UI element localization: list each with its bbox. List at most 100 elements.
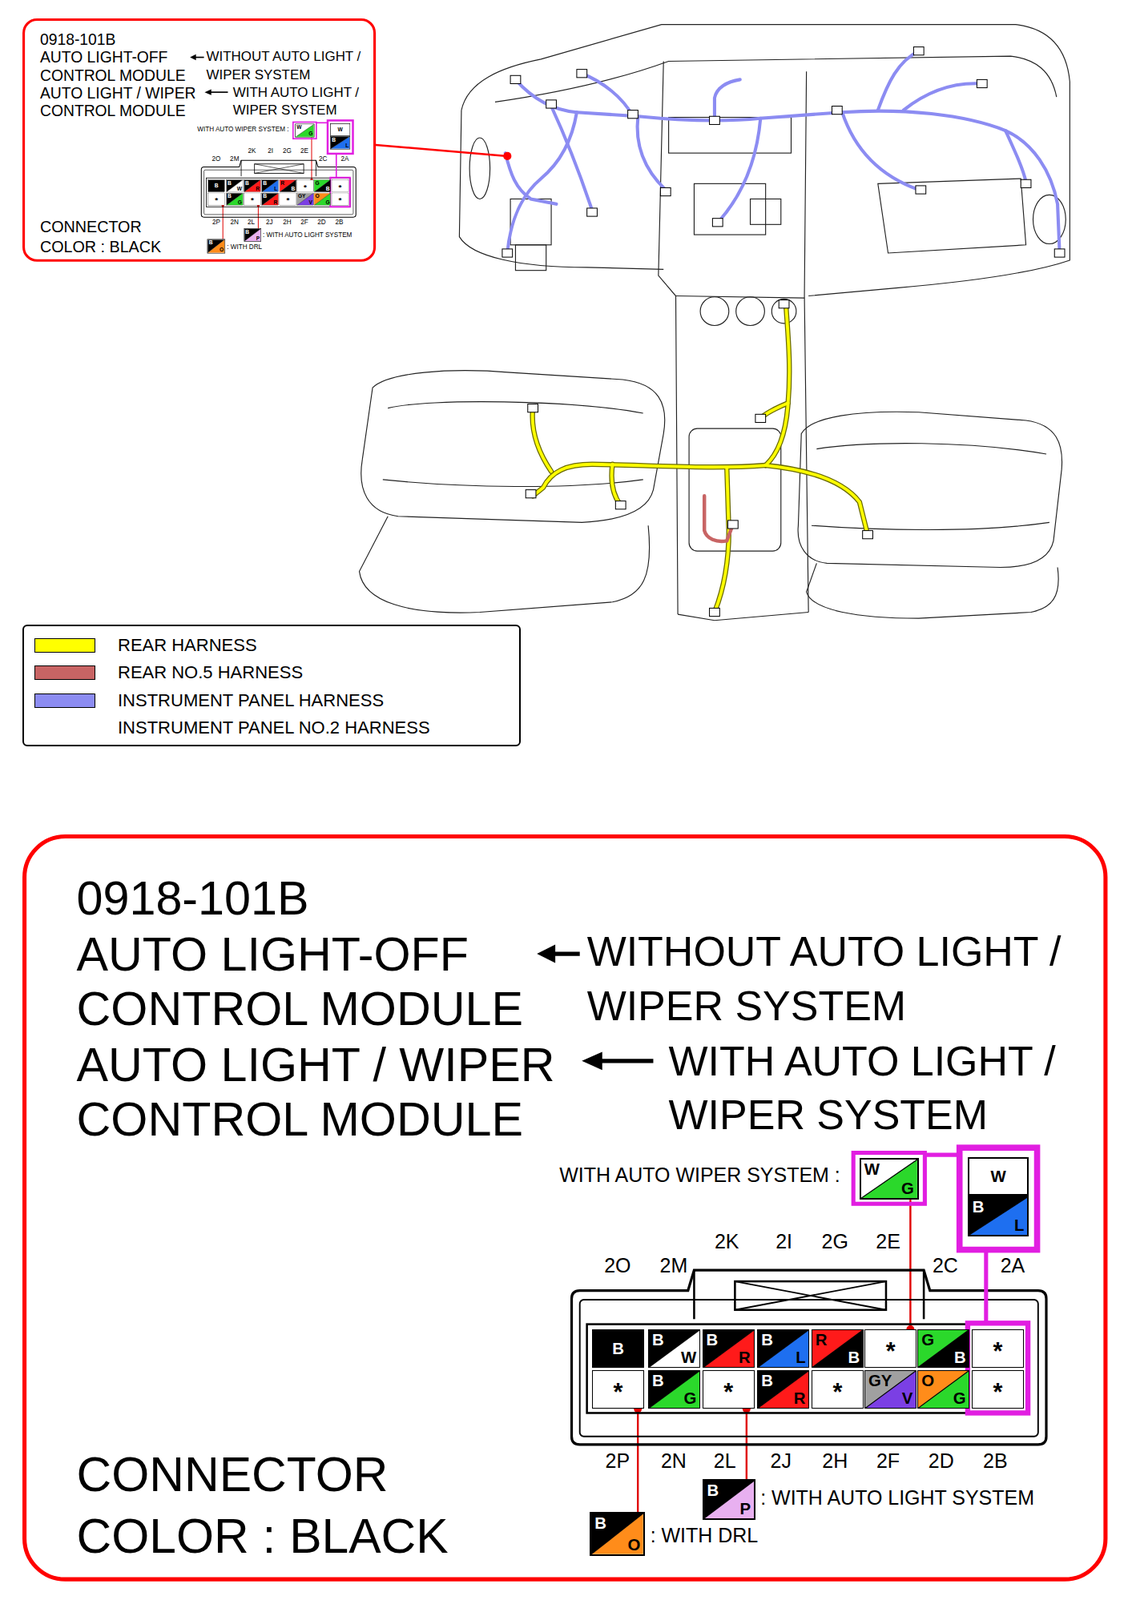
color-divider (648, 1371, 700, 1409)
center-display (668, 117, 792, 154)
color-fill (812, 1330, 863, 1368)
pin-number: 2E (875, 1232, 901, 1253)
harness-connector (728, 520, 739, 529)
wire-color-box: WG (859, 1158, 919, 1201)
color-fill (314, 180, 331, 193)
harness-connector (709, 116, 721, 125)
color-fill (208, 193, 226, 206)
color-fill (703, 1330, 754, 1368)
wire-color-code: B (612, 1341, 625, 1358)
wire-connector (633, 1405, 642, 1513)
wire-color-code: R (793, 1390, 806, 1407)
color-fill (244, 180, 262, 193)
harness-connector (709, 608, 721, 617)
steering-column (515, 245, 546, 271)
pin-number: 2O (604, 1255, 631, 1276)
color-divider (226, 180, 244, 193)
harness-connector (862, 531, 874, 540)
color-fill (261, 180, 279, 193)
color-fill (207, 239, 225, 254)
pin-cell: OG (917, 1370, 970, 1410)
wire-color-code: * (993, 1381, 1004, 1406)
wire-color-code: R (273, 199, 278, 206)
legend-text: REAR HARNESS (117, 632, 259, 660)
color-fill (592, 1371, 644, 1409)
pin-number: 2F (300, 219, 308, 226)
air-vent (469, 137, 490, 199)
color-divider (648, 1330, 700, 1368)
condition-note: WITH AUTO LIGHT / WIPER SYSTEM (668, 1035, 1059, 1144)
dashboard-line (459, 110, 664, 270)
color-divider (261, 193, 279, 206)
harness-wire (903, 83, 983, 110)
harness-connector (576, 69, 588, 78)
color-fill (704, 1481, 754, 1519)
wire-color-code: B (594, 1515, 607, 1532)
air-vent (1032, 194, 1066, 244)
leader-dot (503, 152, 512, 161)
seat-outline (387, 402, 644, 414)
harness-wire (532, 464, 766, 497)
option-note: : WITH DRL (226, 243, 262, 250)
pin-cell: B (592, 1329, 645, 1369)
wire-color-code: G (953, 1390, 967, 1407)
pin-cell: BL (757, 1329, 810, 1369)
wire-color-code: * (993, 1340, 1004, 1366)
instrument-panel-harness (505, 51, 1060, 254)
seat-outline (359, 516, 650, 613)
color-divider (861, 1160, 918, 1199)
wire-color-code: G (683, 1390, 697, 1407)
climate-knob (736, 297, 766, 327)
pin-cell: * (331, 193, 349, 206)
pin-number: 2L (247, 219, 255, 226)
wire-color-code: GY (868, 1373, 892, 1390)
wire-color-code: R (738, 1349, 751, 1366)
legend-row: INSTRUMENT PANEL HARNESS INSTRUMENT PANE… (24, 687, 520, 744)
rear-no5-harness (704, 495, 734, 542)
wire-color-code: V (902, 1390, 914, 1407)
pin-number: 2O (212, 155, 222, 162)
wire-color-code: B (761, 1373, 774, 1390)
pin-cell: BG (225, 193, 243, 206)
wire-line (636, 1409, 639, 1513)
pin-cell: OG (314, 193, 331, 206)
rear-harness-outline (532, 306, 868, 613)
pin-cell: * (971, 1370, 1024, 1410)
harness-connector (628, 110, 639, 119)
pin-number: 2B (335, 219, 344, 226)
harness-connector (1020, 179, 1032, 188)
wire-color-box: BO (207, 239, 226, 254)
option-note: : WITH DRL (650, 1526, 759, 1547)
harness-wire (765, 306, 790, 466)
color-fill (297, 180, 315, 193)
color-fill (208, 180, 226, 193)
color-fill (314, 180, 331, 193)
harness-wire (612, 464, 621, 506)
pin-number: 2K (247, 148, 256, 155)
color-fill (314, 193, 331, 206)
wire-connector (221, 204, 225, 240)
color-fill (757, 1371, 809, 1409)
wire-color-code: B (847, 1349, 860, 1366)
wire-color-code: B (262, 180, 267, 186)
color-fill (592, 1330, 644, 1368)
color-fill (969, 1159, 1028, 1195)
pin-number: 2I (775, 1232, 793, 1253)
pin-cell: BW (225, 179, 243, 193)
wire-color-code: W (864, 1161, 880, 1178)
wire-color-box: W (967, 1157, 1029, 1197)
color-fill (865, 1371, 916, 1409)
wire-color-box: BL (330, 136, 351, 150)
wire-color-code: L (1014, 1217, 1024, 1234)
harness-wire (878, 51, 919, 111)
harness-connector (615, 501, 626, 510)
module-name: AUTO LIGHT-OFF CONTROL MODULE (76, 927, 526, 1037)
harness-wire (637, 116, 666, 190)
wire-color-code: * (338, 182, 343, 191)
color-fill (226, 180, 244, 193)
pin-number: 2N (230, 219, 239, 226)
pin-number: 2M (229, 155, 239, 162)
wire-color-code: B (214, 183, 219, 190)
wire-color-code: B (761, 1332, 774, 1349)
rear-harness (532, 306, 868, 613)
